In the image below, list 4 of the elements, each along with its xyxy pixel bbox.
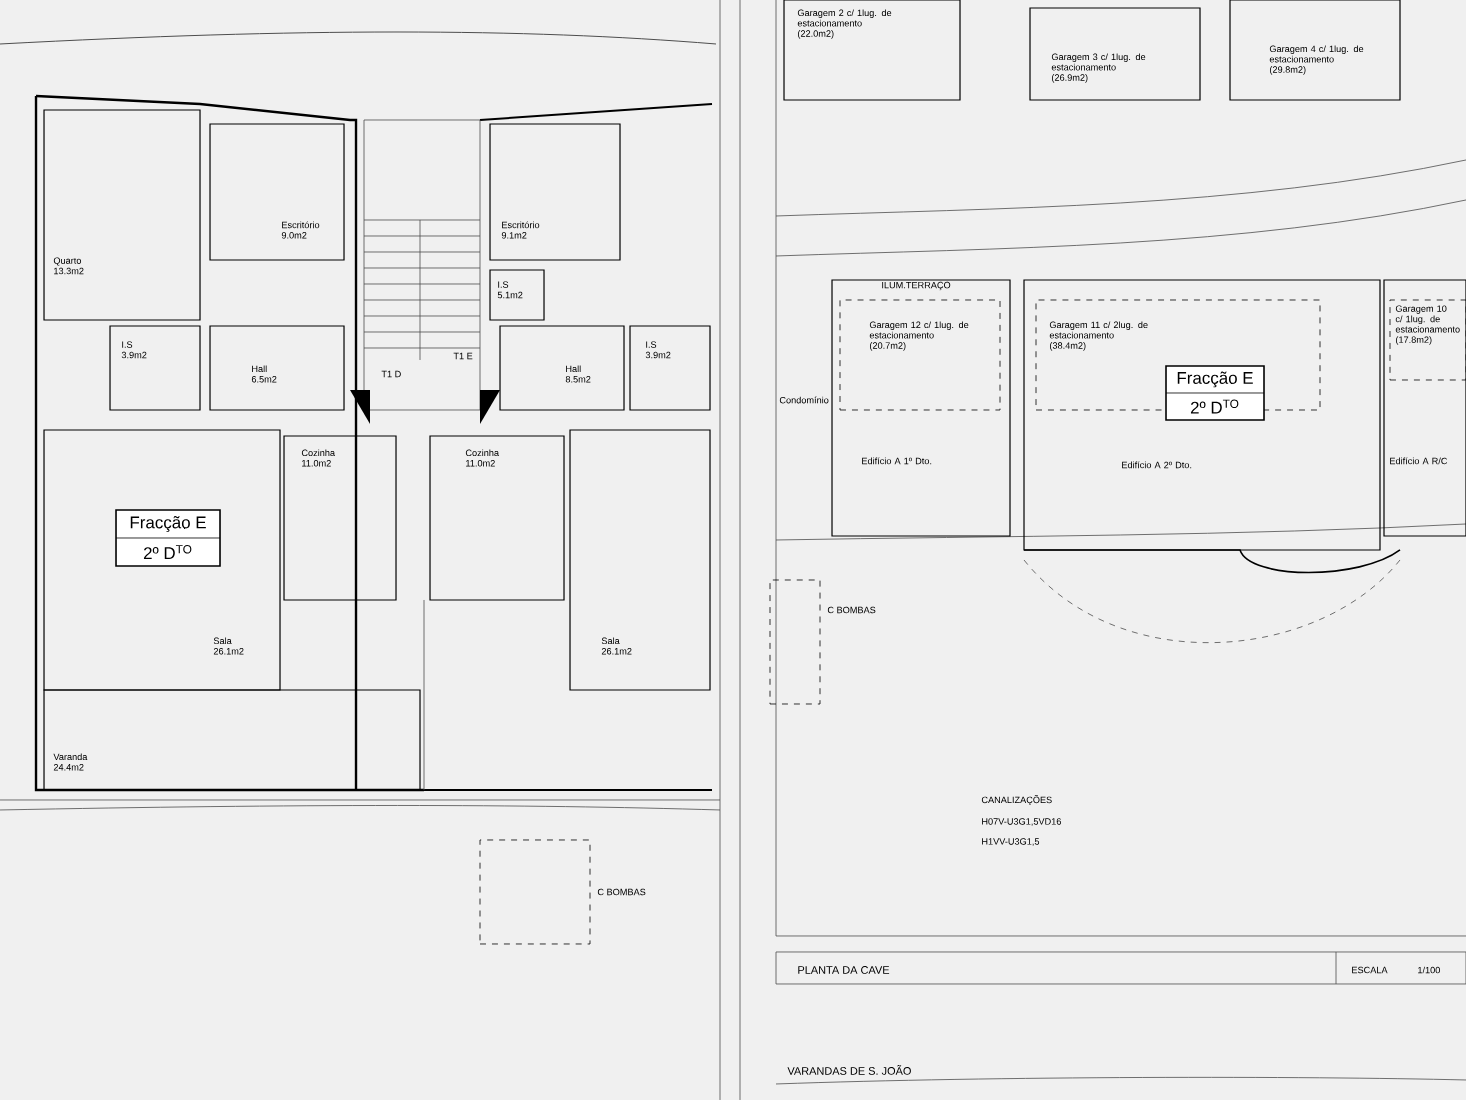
unit-label-box: Fracção E 2º D$^{TO}$: [1165, 365, 1265, 421]
unit-label-box: Fracção E 2º D$^{TO}$: [115, 509, 221, 567]
dashed-area: [479, 839, 591, 945]
dashed-area: [769, 579, 821, 705]
